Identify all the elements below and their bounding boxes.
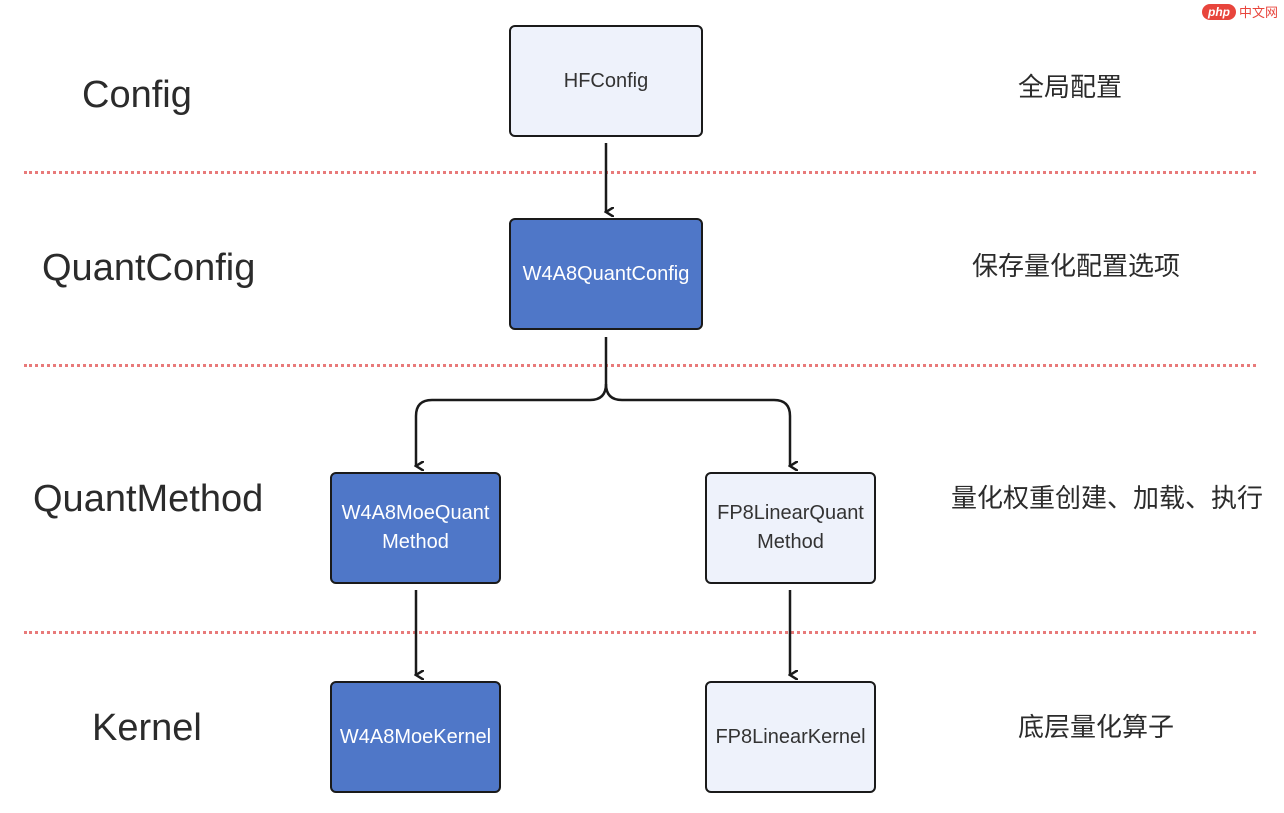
arrow-quantconfig-to-moe-method	[416, 337, 608, 466]
layer-label-quantmethod: QuantMethod	[33, 478, 264, 520]
watermark: php 中文网	[1201, 2, 1278, 21]
watermark-site: 中文网	[1238, 6, 1278, 21]
w4a8-moe-kernel-box[interactable]: W4A8MoeKernel	[330, 681, 501, 793]
w4a8-moe-quant-method-box[interactable]: W4A8MoeQuant Method	[330, 472, 501, 584]
layer-divider	[24, 364, 1256, 367]
layer-desc-quantconfig: 保存量化配置选项	[972, 252, 1181, 282]
layer-label-kernel: Kernel	[92, 707, 202, 749]
fp8-linear-quant-method-label-line2: Method	[757, 531, 824, 553]
layer-desc-quantmethod: 量化权重创建、加载、执行	[951, 484, 1264, 514]
fp8-linear-quant-method-box[interactable]: FP8LinearQuant Method	[705, 472, 876, 584]
layer-label-quantconfig: QuantConfig	[42, 247, 256, 289]
layer-desc-kernel: 底层量化算子	[1018, 713, 1175, 743]
watermark-logo: php	[1201, 3, 1236, 20]
w4a8-moe-quant-method-label-line2: Method	[382, 531, 449, 553]
hfconfig-box[interactable]: HFConfig	[509, 25, 703, 137]
fp8-linear-quant-method-label-line1: FP8LinearQuant	[717, 502, 864, 524]
layer-label-config: Config	[82, 74, 192, 116]
layer-divider	[24, 631, 1256, 634]
layer-divider	[24, 171, 1256, 174]
fp8-linear-kernel-box-label: FP8LinearKernel	[715, 725, 866, 748]
layer-desc-config: 全局配置	[1018, 73, 1123, 103]
arrow-quantconfig-to-fp8-method	[604, 383, 790, 466]
w4a8-moe-quant-method-label-line1: W4A8MoeQuant	[341, 502, 490, 524]
hfconfig-box-label: HFConfig	[563, 69, 649, 92]
w4a8-quant-config-box[interactable]: W4A8QuantConfig	[509, 218, 703, 330]
w4a8-quant-config-box-label: W4A8QuantConfig	[522, 262, 690, 285]
fp8-linear-kernel-box[interactable]: FP8LinearKernel	[705, 681, 876, 793]
w4a8-moe-kernel-box-label: W4A8MoeKernel	[339, 725, 492, 748]
